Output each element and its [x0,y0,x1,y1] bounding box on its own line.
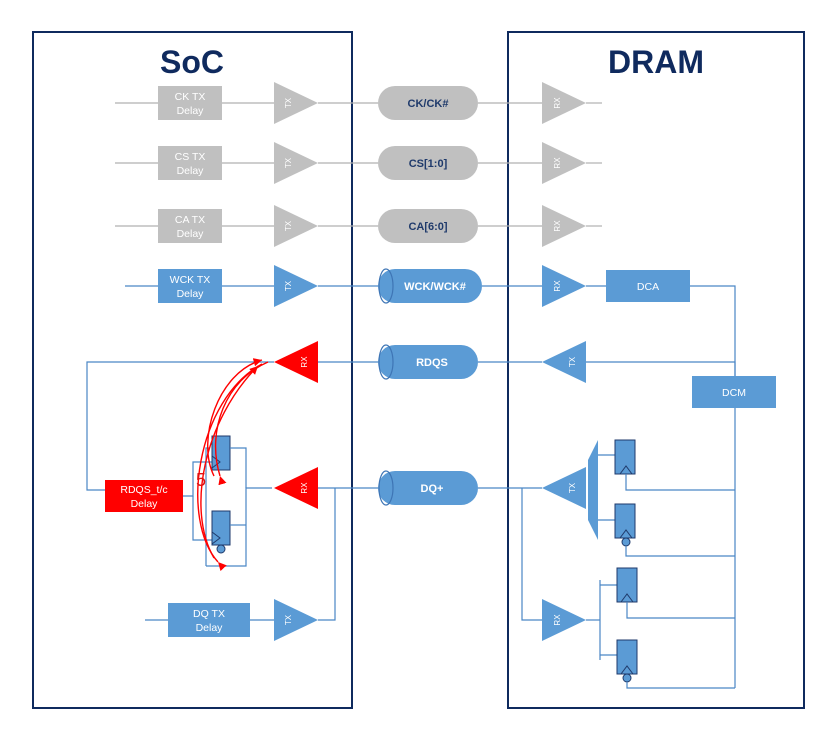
cs-tx-delay-label-1: CS TX [175,151,206,163]
wck-tx-delay-label-1: WCK TX [170,274,211,286]
rdqs-tx-amp [542,341,586,383]
wck-channel-label: WCK/WCK# [404,281,466,293]
soc-title: SoC [160,44,224,80]
cs-channel [378,146,478,180]
ca-tx-amp-label: TX [284,220,293,231]
dcm-label: DCM [722,387,746,399]
dq-rx-amp-dram [542,599,586,641]
ck-row: CK TX Delay TX CK/CK# RX [115,82,602,124]
ca-channel [378,209,478,243]
wck-rx-amp-label: RX [553,280,562,292]
wck-tx-delay-label-2: Delay [177,288,205,300]
ca-tx-delay-label-2: Delay [177,228,205,240]
rdqs-delay-label-1: RDQS_t/c [120,484,167,496]
dram-title: DRAM [608,44,704,80]
dq-rx-amp-dram-label: RX [553,614,562,626]
cs-rx-amp-label: RX [553,157,562,169]
dq-tx-amp-soc-label: TX [284,614,293,625]
dq-tx-amp-dram-label: TX [568,482,577,493]
soc-frame [32,31,353,709]
dcm-block [692,376,776,408]
dq-row: RX DQ+ TX [274,467,586,621]
cs-tx-amp-label: TX [284,157,293,168]
cs-rx-amp [542,142,586,184]
rdqs-rx-amp-label: RX [300,356,309,368]
dq-channel-label: DQ+ [421,483,444,495]
ca-rx-amp-label: RX [553,220,562,232]
step-number: 5 [196,470,206,490]
ca-tx-amp [274,205,318,247]
ck-tx-delay-label-1: CK TX [175,91,206,103]
dq-channel [378,471,478,505]
ca-channel-label: CA[6:0] [408,221,447,233]
dram-in-flop-top [616,567,638,603]
dram-in-flop-bottom [616,639,638,683]
rdqs-channel [378,345,478,379]
wck-tx-delay-block [158,269,222,303]
dca-block [606,270,690,302]
wck-tx-amp [274,265,318,307]
rdqs-rx-amp [274,341,318,383]
ck-rx-amp-label: RX [553,97,562,109]
ck-tx-amp [274,82,318,124]
cs-tx-delay-block [158,146,222,180]
ck-tx-amp-label: TX [284,97,293,108]
ca-tx-delay-block [158,209,222,243]
ca-tx-delay-label-1: CA TX [175,214,205,226]
rdqs-row: RX RDQS TX [86,341,586,491]
soc-flop-bottom [211,510,231,554]
wck-rx-amp [542,265,586,307]
ca-row: CA TX Delay TX CA[6:0] RX [115,205,602,247]
ck-tx-delay-block [158,86,222,120]
cs-tx-delay-label-2: Delay [177,165,205,177]
rdqs-delay-block [105,480,183,512]
ck-channel-label: CK/CK# [408,98,449,110]
dq-rx-amp-soc-label: RX [300,482,309,494]
dca-label: DCA [637,281,659,293]
timing-arrow-1 [207,358,263,477]
wck-tx-amp-label: TX [284,280,293,291]
timing-arrow-3 [197,363,263,572]
timing-arrow-4 [200,365,259,559]
ck-rx-amp [542,82,586,124]
dq-tx-delay-label-2: Delay [196,622,224,634]
dq-tx-amp-dram [542,467,586,509]
cs-channel-label: CS[1:0] [409,158,448,170]
dq-tx-delay-label-1: DQ TX [193,608,225,620]
rdqs-tx-amp-label: TX [568,356,577,367]
dq-rx-amp-soc [274,467,318,509]
dram-out-flop-top [614,439,636,475]
wck-channel [378,269,482,303]
dq-tx-amp-soc [274,599,318,641]
wck-row: WCK TX Delay TX WCK/WCK# RX DCA [125,265,736,376]
dram-frame [507,31,805,709]
cs-row: CS TX Delay TX CS[1:0] RX [115,142,602,184]
dq-tx-delay-block [168,603,250,637]
dcm-to-rdqs-wire [586,361,736,376]
dram-out-flop-bottom [614,503,636,547]
ck-tx-delay-label-2: Delay [177,105,205,117]
soc-flop-top [211,435,231,471]
dram-mux [588,440,598,540]
rdqs-delay-label-2: Delay [131,498,159,510]
ca-rx-amp [542,205,586,247]
rdqs-channel-label: RDQS [416,357,448,369]
cs-tx-amp [274,142,318,184]
ck-channel [378,86,478,120]
